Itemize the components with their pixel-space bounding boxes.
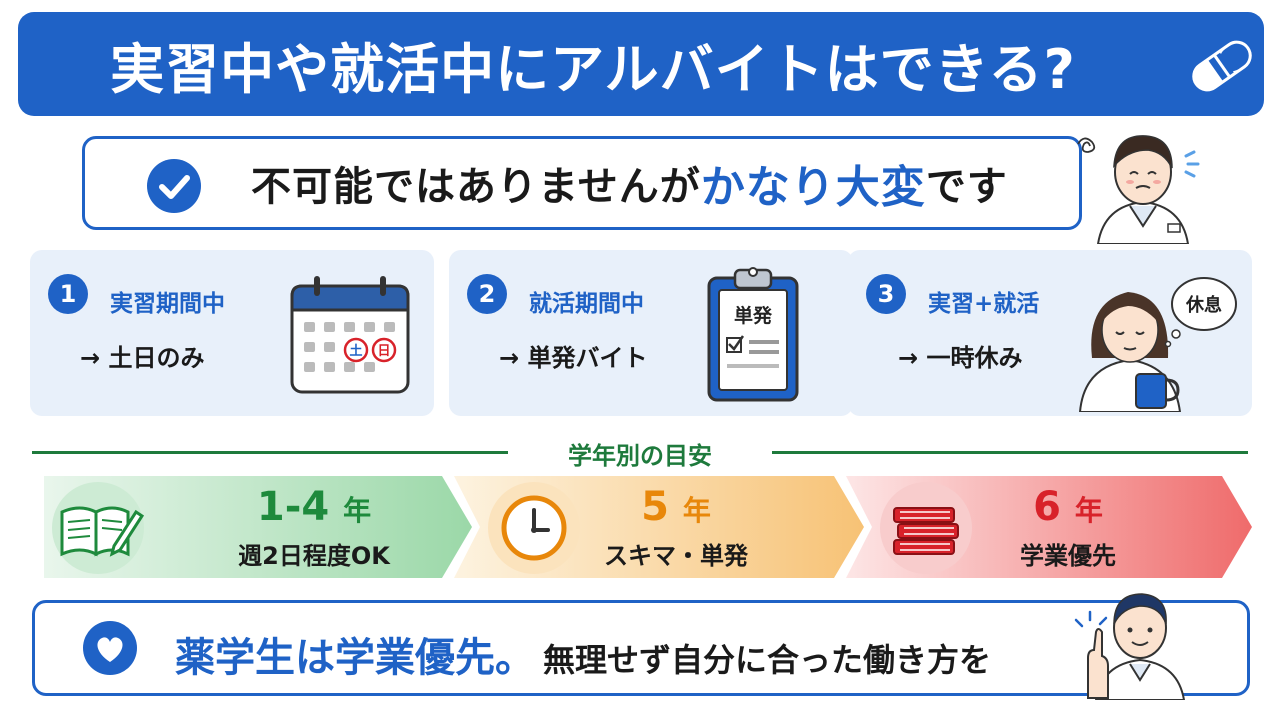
grade-year-number: 6	[1033, 484, 1061, 530]
card-number: 2	[467, 274, 507, 314]
card-title: 実習+就活	[928, 291, 1040, 317]
clipboard-label: 単発	[734, 304, 773, 327]
card-internship-plus-job-hunting: 3 実習+就活 → 一時休み 休息	[848, 250, 1252, 416]
grade-desc: スキマ・単発	[604, 542, 748, 570]
grade-6-arrow: 6 年 学業優先	[846, 476, 1252, 578]
summary-prefix: 不可能ではありませんが	[251, 164, 701, 210]
grade-year-number: 1-4	[256, 484, 330, 530]
summary-text: 不可能ではありませんがかなり大変です	[251, 139, 1008, 227]
grade-year: 5 年	[546, 484, 806, 530]
grade-5-arrow: 5 年 スキマ・単発	[454, 476, 864, 578]
grade-year-unit: 年	[1074, 494, 1103, 527]
calendar-badge-sun: 日	[377, 344, 390, 359]
clipboard-icon: 単発	[707, 267, 799, 402]
grade-year: 1-4 年	[184, 484, 444, 530]
grade-1-4-arrow: 1-4 年 週2日程度OK	[44, 476, 472, 578]
calendar-icon: 土 日	[290, 276, 410, 394]
book-pencil-icon	[52, 482, 144, 574]
grade-year: 6 年	[938, 484, 1198, 530]
card-number: 3	[866, 274, 906, 314]
bottom-highlight: 薬学生は学業優先。	[175, 635, 535, 681]
divider-right	[772, 451, 1248, 454]
bottom-text: 薬学生は学業優先。無理せず自分に合った働き方を	[175, 603, 991, 693]
resting-woman-illustration: 休息	[1078, 277, 1237, 412]
card-body: → 一時休み	[898, 344, 1023, 372]
clock-icon	[488, 482, 580, 574]
grade-year-number: 5	[641, 484, 669, 530]
card-job-hunting: 2 就活期間中 → 単発バイト 単発	[449, 250, 853, 416]
divider-left	[32, 451, 508, 454]
worried-pharmacist-illustration	[1077, 135, 1200, 244]
title-banner: 実習中や就活中にアルバイトはできる?	[18, 12, 1264, 116]
summary-box: 不可能ではありませんがかなり大変です	[82, 136, 1082, 230]
check-icon	[147, 159, 201, 213]
heart-icon	[83, 621, 137, 675]
calendar-badge-sat: 土	[349, 343, 362, 359]
summary-suffix: です	[925, 164, 1008, 210]
card-title: 就活期間中	[529, 291, 644, 317]
speech-bubble-text: 休息	[1185, 294, 1222, 316]
card-body: → 土日のみ	[80, 344, 205, 372]
section-label: 学年別の目安	[568, 442, 712, 470]
card-internship: 1 実習期間中 → 土日のみ 土 日	[30, 250, 434, 416]
summary-highlight: かなり大変	[700, 162, 926, 213]
bottom-rest: 無理せず自分に合った働き方を	[543, 641, 992, 679]
page-title: 実習中や就活中にアルバイトはできる?	[110, 37, 1076, 101]
card-number: 1	[48, 274, 88, 314]
grade-desc: 学業優先	[1020, 542, 1116, 570]
card-title: 実習期間中	[110, 291, 225, 317]
capsule-icon	[1192, 40, 1252, 92]
grade-desc: 週2日程度OK	[238, 542, 390, 570]
card-body: → 単発バイト	[499, 344, 648, 372]
pointing-pharmacist-illustration	[1074, 593, 1186, 700]
grade-year-unit: 年	[682, 494, 711, 527]
books-stack-icon	[880, 482, 972, 574]
bottom-message-box: 薬学生は学業優先。無理せず自分に合った働き方を	[32, 600, 1250, 696]
grade-year-unit: 年	[343, 494, 372, 527]
